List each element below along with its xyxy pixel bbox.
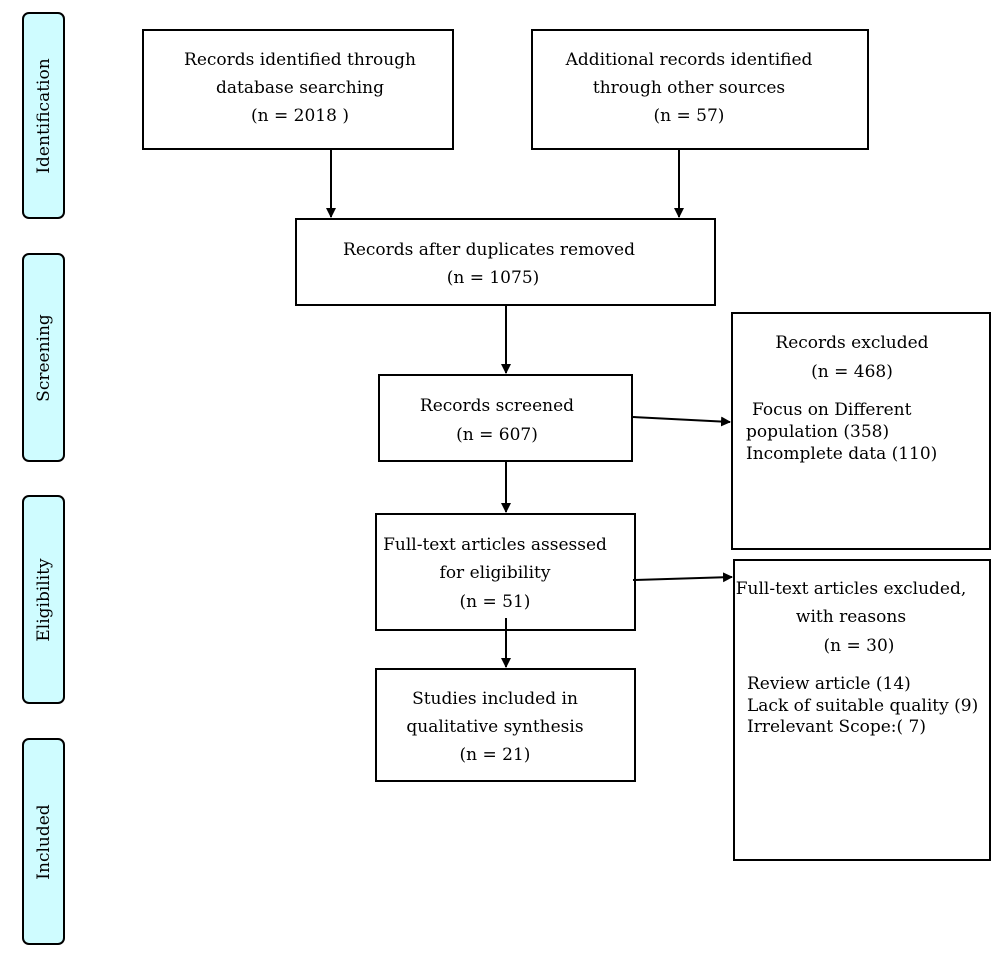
fulltext-excluded-reason-quality: Lack of suitable quality (9) <box>747 696 979 716</box>
phase-eligibility-label: Eligibility <box>33 557 54 642</box>
additional-records-line2: through other sources <box>592 78 786 98</box>
phase-identification: Identification <box>22 12 65 219</box>
records-identified-box: Records identified through database sear… <box>142 29 454 150</box>
studies-included-box: Studies included in qualitative synthesi… <box>375 668 636 782</box>
fulltext-excluded-reason-review: Review article (14) <box>747 674 911 694</box>
phase-eligibility: Eligibility <box>22 495 65 704</box>
records-excluded-line1: Records excluded <box>775 333 929 353</box>
fulltext-excluded-reason-scope: Irrelevant Scope:( 7) <box>747 717 927 737</box>
fulltext-assessed-line1: Full-text articles assessed <box>383 535 607 555</box>
duplicates-removed-line1: Records after duplicates removed <box>343 240 635 260</box>
additional-records-count: (n = 57) <box>653 106 725 126</box>
records-screened-count: (n = 607) <box>456 425 538 445</box>
excluded-reason-population-line2: population (358) <box>746 422 890 442</box>
duplicates-removed-count: (n = 1075) <box>446 268 540 288</box>
records-identified-count: (n = 2018 ) <box>251 106 349 126</box>
additional-records-box: Additional records identified through ot… <box>531 29 869 150</box>
phase-included: Included <box>22 738 65 945</box>
fulltext-assessed-count: (n = 51) <box>459 592 531 612</box>
studies-included-line2: qualitative synthesis <box>406 717 584 737</box>
excluded-reason-population-line1: Focus on Different <box>752 400 912 420</box>
duplicates-removed-box: Records after duplicates removed (n = 10… <box>295 218 716 306</box>
fulltext-excluded-line2: with reasons <box>795 607 907 627</box>
phase-screening-label: Screening <box>33 313 54 402</box>
fulltext-assessed-box: Full-text articles assessed for eligibil… <box>375 513 636 631</box>
excluded-reason-incomplete-data: Incomplete data (110) <box>746 444 938 464</box>
fulltext-excluded-line1: Full-text articles excluded, <box>735 579 967 599</box>
phase-included-label: Included <box>33 803 54 880</box>
records-excluded-box: Records excluded (n = 468) Focus on Diff… <box>731 312 991 550</box>
records-excluded-count: (n = 468) <box>811 362 893 382</box>
fulltext-excluded-box: Full-text articles excluded, with reason… <box>733 559 991 861</box>
additional-records-line1: Additional records identified <box>565 50 813 70</box>
records-screened-box: Records screened (n = 607) <box>378 374 633 462</box>
records-identified-line2: database searching <box>216 78 384 98</box>
records-identified-line1: Records identified through <box>184 50 416 70</box>
studies-included-line1: Studies included in <box>412 689 578 709</box>
fulltext-excluded-count: (n = 30) <box>823 636 895 656</box>
arrow-fulltext-to-fulltext-excluded <box>632 572 733 583</box>
arrow-screened-to-excluded <box>632 416 731 427</box>
records-screened-line1: Records screened <box>419 396 575 416</box>
phase-screening: Screening <box>22 253 65 462</box>
studies-included-count: (n = 21) <box>459 745 531 765</box>
phase-identification-label: Identification <box>33 57 54 174</box>
fulltext-assessed-line2: for eligibility <box>439 563 551 583</box>
